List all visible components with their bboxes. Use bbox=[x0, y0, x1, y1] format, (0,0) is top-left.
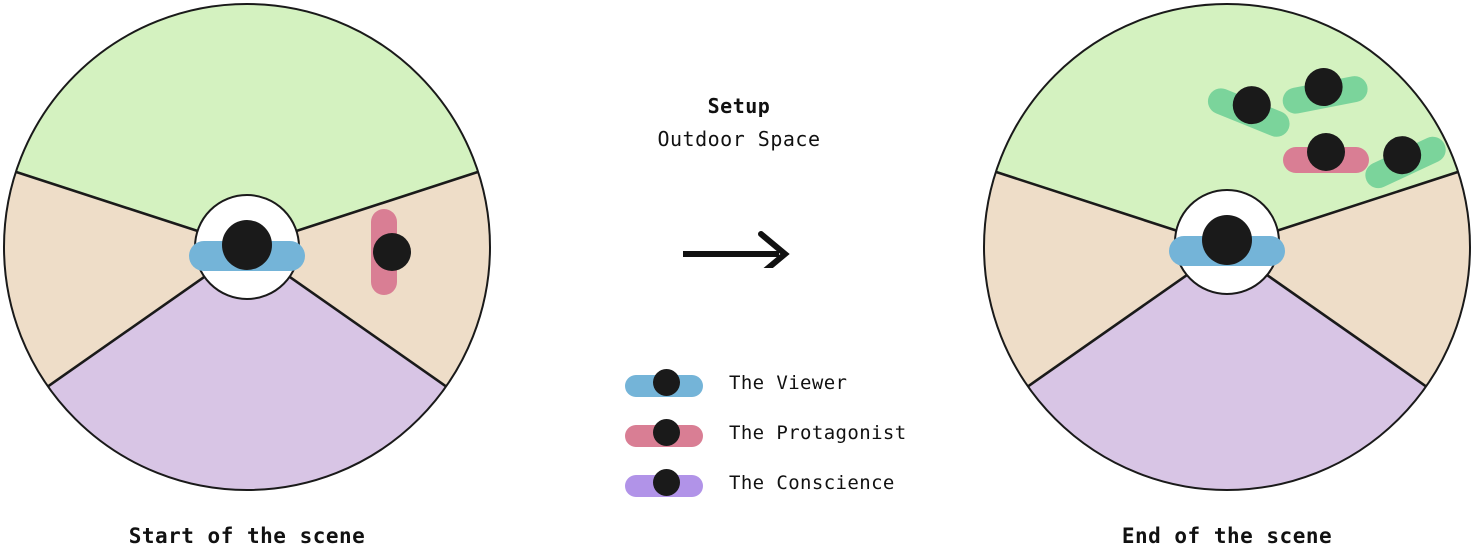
legend-dot-icon bbox=[653, 469, 680, 496]
sector-right-periphery bbox=[247, 171, 491, 387]
legend-label-conscience: The Conscience bbox=[729, 472, 895, 494]
character-head-dot bbox=[1307, 133, 1345, 171]
legend-label-viewer: The Viewer bbox=[729, 372, 848, 394]
sector-rear-field bbox=[47, 247, 447, 490]
scene-diagram-start bbox=[2, 2, 492, 492]
sector-left-periphery bbox=[983, 171, 1227, 387]
character-marker[interactable] bbox=[1278, 60, 1370, 116]
setup-title: Setup bbox=[707, 94, 771, 118]
character-head-dot bbox=[373, 233, 411, 271]
viewer-head-dot[interactable] bbox=[1202, 215, 1252, 265]
character-head-dot bbox=[1232, 86, 1271, 125]
sector-front-field-of-view bbox=[995, 3, 1459, 247]
legend-item-conscience[interactable]: The Conscience bbox=[625, 458, 985, 508]
character-marker[interactable] bbox=[1283, 133, 1369, 173]
sector-left-periphery bbox=[3, 171, 247, 387]
center-column: Setup Outdoor Space The Viewer bbox=[500, 0, 978, 558]
caption-start-of-scene: Start of the scene bbox=[128, 524, 366, 548]
legend-label-protagonist: The Protagonist bbox=[729, 422, 907, 444]
legend-item-viewer[interactable]: The Viewer bbox=[625, 358, 985, 408]
legend-item-protagonist[interactable]: The Protagonist bbox=[625, 408, 985, 458]
character-marker[interactable] bbox=[1355, 120, 1450, 193]
legend-swatch-viewer bbox=[625, 358, 703, 408]
legend-dot-icon bbox=[653, 419, 680, 446]
scene-end-svg bbox=[983, 3, 1471, 491]
caption-end-of-scene: End of the scene bbox=[1121, 524, 1333, 548]
sector-rear-field bbox=[1027, 247, 1427, 490]
scene-diagram-end bbox=[982, 2, 1472, 492]
character-marker[interactable] bbox=[371, 209, 411, 295]
transition-arrow bbox=[500, 218, 978, 278]
legend: The Viewer The Protagonist The Conscienc… bbox=[625, 358, 985, 508]
arrow-right-icon bbox=[683, 231, 790, 268]
sector-front-field-of-view bbox=[15, 3, 479, 247]
sector-right-periphery bbox=[1227, 171, 1471, 387]
setup-subtitle: Outdoor Space bbox=[657, 127, 821, 151]
scene-start-svg bbox=[3, 3, 491, 491]
legend-swatch-conscience bbox=[625, 458, 703, 508]
scene-boundary-circle bbox=[3, 3, 491, 491]
scene-boundary-circle bbox=[983, 3, 1471, 491]
character-marker[interactable] bbox=[1204, 71, 1299, 140]
legend-swatch-protagonist bbox=[625, 408, 703, 458]
character-head-dot bbox=[1383, 136, 1422, 175]
legend-dot-icon bbox=[653, 369, 680, 396]
character-head-dot bbox=[1304, 68, 1343, 107]
viewer-head-dot[interactable] bbox=[222, 220, 272, 270]
